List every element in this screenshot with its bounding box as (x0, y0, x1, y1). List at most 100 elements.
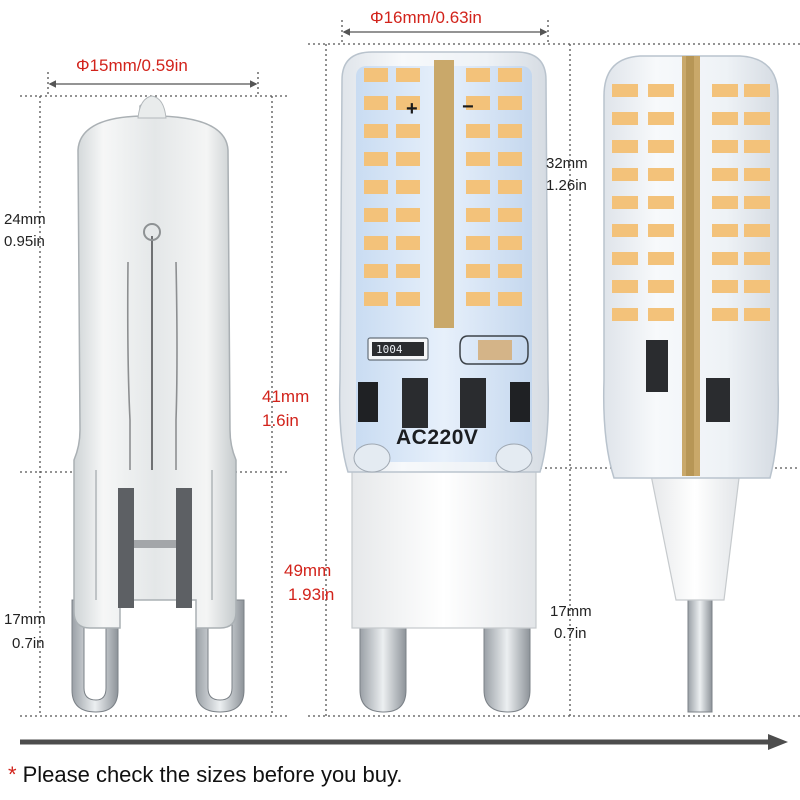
led-chip-grid (364, 68, 522, 306)
led-upper-in-label: 1.26in (546, 177, 587, 194)
led-chip (712, 224, 738, 237)
halogen-width-label: Φ15mm/0.59in (76, 56, 188, 75)
led-chip (612, 140, 638, 153)
led-chip (498, 292, 522, 306)
led-chip (396, 208, 420, 222)
led-chip (712, 196, 738, 209)
size-check-notice: *Please check the sizes before you buy. (8, 762, 402, 788)
led-lower-in-label: 0.7in (554, 625, 587, 642)
led-chip (466, 208, 490, 222)
led-chip (498, 208, 522, 222)
halogen-total-in-label: 1.6in (262, 411, 299, 430)
led-chip (364, 124, 388, 138)
led-chip (744, 252, 770, 265)
led-total-mm-label: 49mm (284, 561, 332, 580)
led-chip (466, 236, 490, 250)
voltage-label: AC220V (396, 426, 479, 449)
led-chip (396, 152, 420, 166)
led-chip (744, 196, 770, 209)
led-chip (648, 168, 674, 181)
led-chip (648, 140, 674, 153)
led-chip (498, 96, 522, 110)
led-chip (364, 208, 388, 222)
led-chip (396, 236, 420, 250)
led-chip (712, 280, 738, 293)
led-chip (498, 180, 522, 194)
led-chip (364, 236, 388, 250)
led-chip (648, 252, 674, 265)
led-chip (712, 252, 738, 265)
halogen-lower-in-label: 0.7in (12, 635, 45, 652)
halogen-lower-mm-label: 17mm (4, 611, 46, 628)
led-chip (364, 292, 388, 306)
led-chip (396, 124, 420, 138)
led-chip (712, 168, 738, 181)
led-chip (498, 68, 522, 82)
halogen-total-mm-label: 41mm (262, 387, 310, 406)
led-chip (612, 224, 638, 237)
led-chip (648, 112, 674, 125)
led-width-label: Φ16mm/0.63in (370, 8, 482, 27)
dimension-arrows (48, 28, 548, 88)
led-chip (498, 264, 522, 278)
led-chip (612, 252, 638, 265)
led-chip (364, 180, 388, 194)
halogen-bulb (71, 95, 245, 713)
halogen-upper-in-label: 0.95in (4, 233, 45, 250)
led-chip (612, 280, 638, 293)
led-chip (396, 180, 420, 194)
led-chip (466, 68, 490, 82)
led-chip (744, 280, 770, 293)
notice-star: * (8, 762, 17, 787)
led-chip (364, 68, 388, 82)
led-chip (364, 264, 388, 278)
led-chip (396, 264, 420, 278)
plus-marker: + (406, 98, 418, 120)
led-bulb-side (602, 55, 780, 713)
led-chip (466, 124, 490, 138)
led-chip (744, 112, 770, 125)
led-chip (364, 152, 388, 166)
led-chip (712, 308, 738, 321)
halogen-upper-mm-label: 24mm (4, 211, 46, 228)
led-chip (648, 84, 674, 97)
led-chip (612, 84, 638, 97)
led-chip (612, 308, 638, 321)
led-chip (744, 84, 770, 97)
led-bulb-front (338, 51, 550, 713)
led-chip (744, 224, 770, 237)
minus-marker: − (462, 96, 474, 118)
led-chip (612, 196, 638, 209)
led-chip (744, 168, 770, 181)
led-chip (612, 168, 638, 181)
led-chip (466, 180, 490, 194)
led-chip (712, 112, 738, 125)
led-chip (648, 308, 674, 321)
led-lower-mm-label: 17mm (550, 603, 592, 620)
led-chip (498, 236, 522, 250)
led-chip (648, 224, 674, 237)
led-upper-mm-label: 32mm (546, 155, 588, 172)
led-chip (744, 140, 770, 153)
led-chip (498, 152, 522, 166)
bottom-arrow (20, 734, 788, 750)
led-total-in-label: 1.93in (288, 585, 335, 604)
led-chip (466, 264, 490, 278)
led-chip (712, 84, 738, 97)
led-chip (744, 308, 770, 321)
led-chip (364, 96, 388, 110)
led-chip (648, 196, 674, 209)
led-chip (396, 292, 420, 306)
side-led-chips (612, 84, 770, 321)
led-chip (466, 292, 490, 306)
led-chip (712, 140, 738, 153)
led-chip (612, 112, 638, 125)
resistor-code-label: 1004 (376, 343, 403, 356)
led-chip (498, 124, 522, 138)
notice-text: Please check the sizes before you buy. (22, 762, 403, 787)
led-chip (648, 280, 674, 293)
led-chip (466, 96, 490, 110)
led-chip (466, 152, 490, 166)
led-chip (396, 68, 420, 82)
